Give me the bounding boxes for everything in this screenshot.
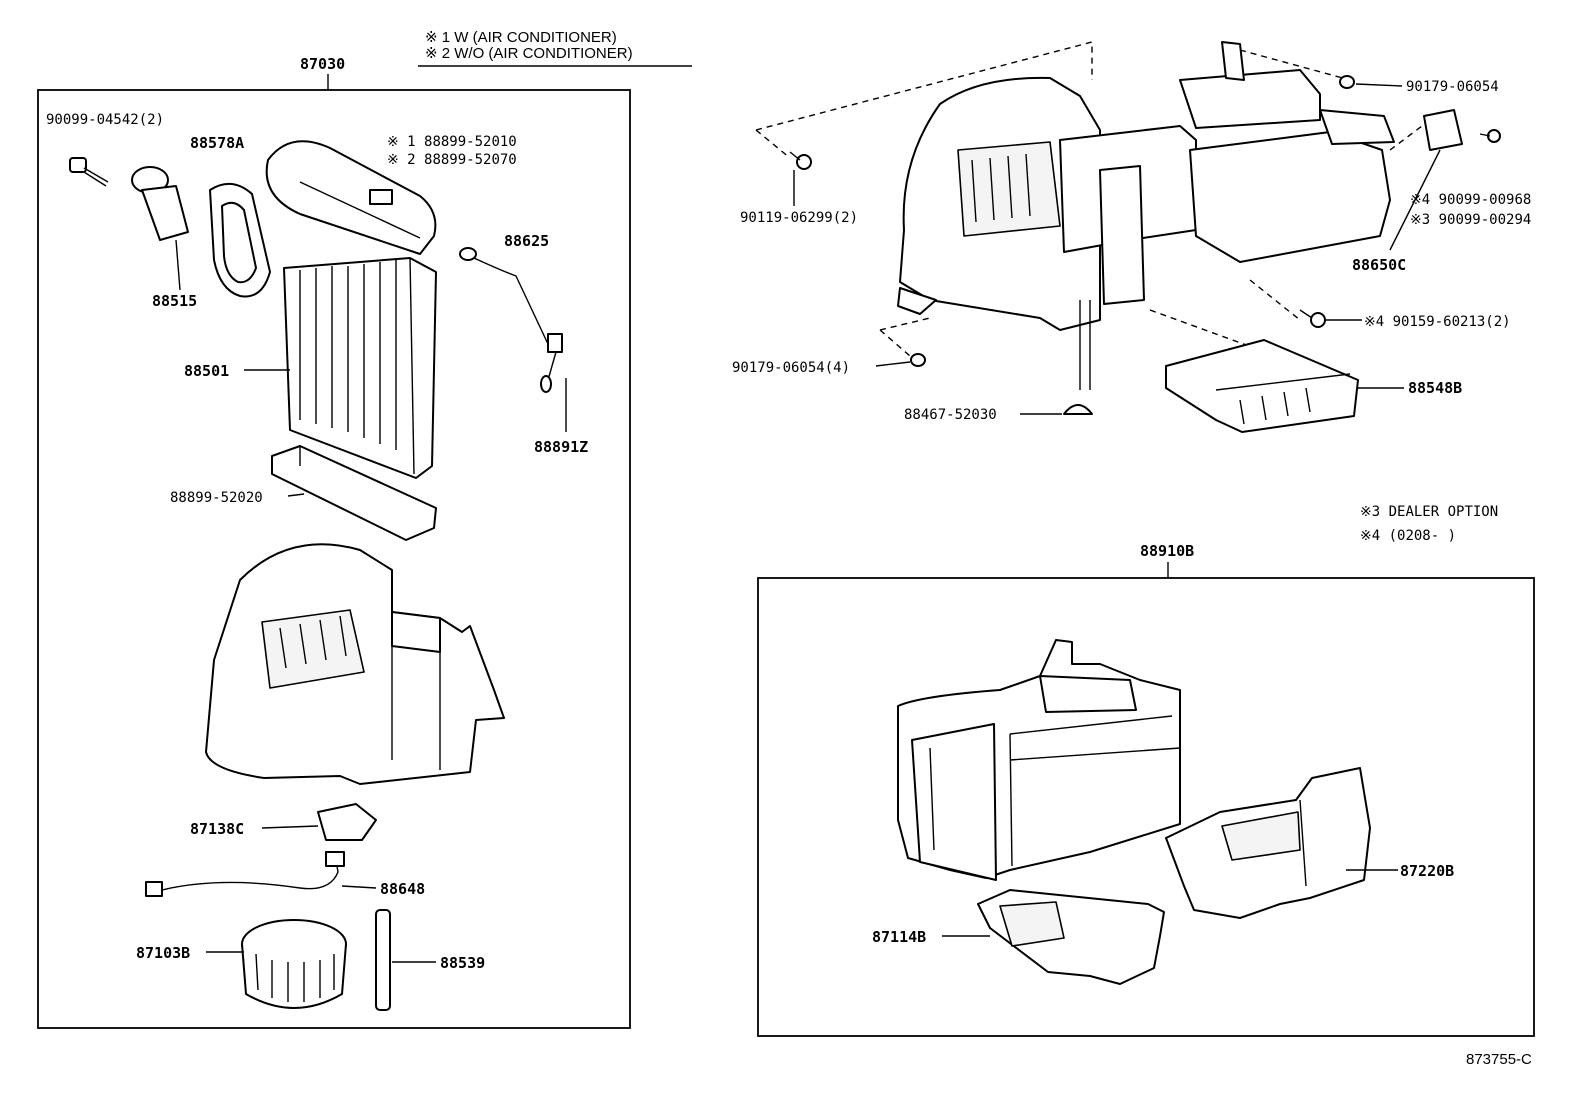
wire-harness-part [145,851,345,897]
blower-motor-part [241,919,347,1009]
nut-part-bottom [910,353,926,367]
label-88625: 88625 [504,232,549,250]
heater-case-part [897,639,1181,881]
sensor-wire-part [459,247,563,393]
grommet-part [1063,404,1093,415]
note-dealer-option: ※3 DEALER OPTION [1360,504,1498,520]
label-90179-06054-4: 90179-06054(4) [732,360,850,376]
pipe-part [375,909,391,1011]
leader-88650C [1389,149,1441,251]
screw-part-right [1299,309,1326,328]
assembly-label-right: 88910B [1140,542,1194,560]
heater-unit-assembly [755,41,1431,390]
seal-ring-part [209,183,271,298]
leader-90179-06054-4 [875,361,911,367]
figure-id: 873755-C [1466,1051,1532,1068]
label-88899-52020: 88899-52020 [170,490,263,506]
label-87103B: 87103B [136,944,190,962]
nut-part-top [1339,75,1355,89]
label-88578A: 88578A [190,134,244,152]
blower-case-part [1165,767,1371,919]
leader-87138C [261,825,319,829]
label-87220B: 87220B [1400,862,1454,880]
blower-housing-part [205,543,505,785]
label-87138C: 87138C [190,820,244,838]
label-88467-52030: 88467-52030 [904,407,997,423]
label-88648: 88648 [380,880,425,898]
evaporator-part [283,257,437,479]
leader-88648 [341,885,377,889]
assembly-box-left [37,89,631,1029]
assembly-label-left: 87030 [300,55,345,73]
assembly-box-right [757,577,1535,1037]
case-cover-part [265,140,437,255]
label-87114B: 87114B [872,928,926,946]
filter-case-part [1165,339,1359,433]
label-88899-52070: ※ 2 88899-52070 [387,152,517,168]
leader-88515 [175,239,181,291]
bracket-part [271,445,437,541]
note-with-ac: ※ 1 W (AIR CONDITIONER) [425,29,617,46]
thermistor-part [131,166,189,241]
note-date-range: ※4 (0208- ) [1360,528,1456,544]
label-88650C: 88650C [1352,256,1406,274]
leader-90179-06054 [1355,83,1403,87]
label-90119-06299: 90119-06299(2) [740,210,858,226]
note-without-ac: ※ 2 W/O (AIR CONDITIONER) [425,45,633,62]
label-90099-00294: ※3 90099-00294 [1410,212,1531,228]
label-90179-06054: 90179-06054 [1406,79,1499,95]
resistor-part [317,803,377,841]
screw-part-left [789,151,812,170]
label-88501: 88501 [184,362,229,380]
duct-part [977,889,1165,985]
label-88891Z: 88891Z [534,438,588,456]
label-90159-60213: ※4 90159-60213(2) [1364,314,1511,330]
control-module-part [1423,109,1501,151]
label-88539: 88539 [440,954,485,972]
label-88548B: 88548B [1408,379,1462,397]
bolt-part [69,157,109,187]
label-88515: 88515 [152,292,197,310]
label-90099-00968: ※4 90099-00968 [1410,192,1531,208]
leader-88899-52020 [287,493,305,497]
label-88899-52010: ※ 1 88899-52010 [387,134,517,150]
label-90099-04542: 90099-04542(2) [46,112,164,128]
